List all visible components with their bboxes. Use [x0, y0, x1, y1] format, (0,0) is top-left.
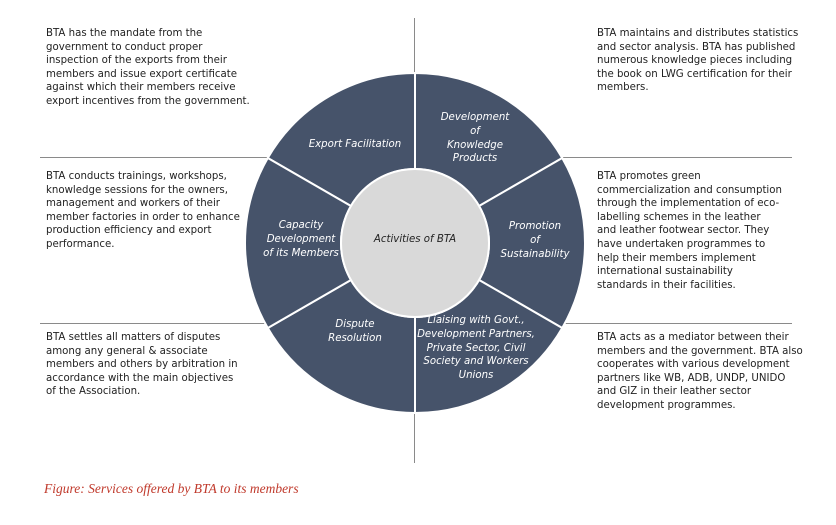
segment-label-knowledge-products: Development of Knowledge Products — [440, 112, 510, 165]
divider-lower-right — [560, 323, 792, 324]
divider-top — [414, 18, 415, 92]
center-label: Activities of BTA — [373, 234, 457, 245]
center-hub — [340, 168, 490, 318]
segment-label-sustainability: Promotion of Sustainability — [500, 221, 570, 260]
figure-caption: Figure: Services offered by BTA to its m… — [44, 481, 299, 496]
divider-upper-right — [560, 157, 792, 158]
divider-bottom — [414, 405, 415, 463]
description-capacity-development: BTA conducts trainings, workshops, knowl… — [46, 171, 240, 250]
divider-lower-left — [40, 323, 270, 324]
segment-label-capacity-development: Capacity Development of its Members — [263, 220, 339, 259]
divider-upper-left — [40, 157, 270, 158]
description-knowledge-products: BTA maintains and distributes statistics… — [597, 28, 799, 94]
segment-label-export-facilitation: Export Facilitation — [308, 139, 402, 150]
description-dispute-resolution: BTA settles all matters of disputes amon… — [46, 332, 238, 398]
segment-label-dispute-resolution: Dispute Resolution — [328, 319, 382, 344]
description-liaising: BTA acts as a mediator between their mem… — [597, 332, 803, 411]
description-export-facilitation: BTA has the mandate from the government … — [46, 28, 250, 107]
segment-label-liaising: Liaising with Govt., Development Partner… — [417, 315, 535, 382]
description-sustainability: BTA promotes green commercialization and… — [597, 171, 782, 291]
